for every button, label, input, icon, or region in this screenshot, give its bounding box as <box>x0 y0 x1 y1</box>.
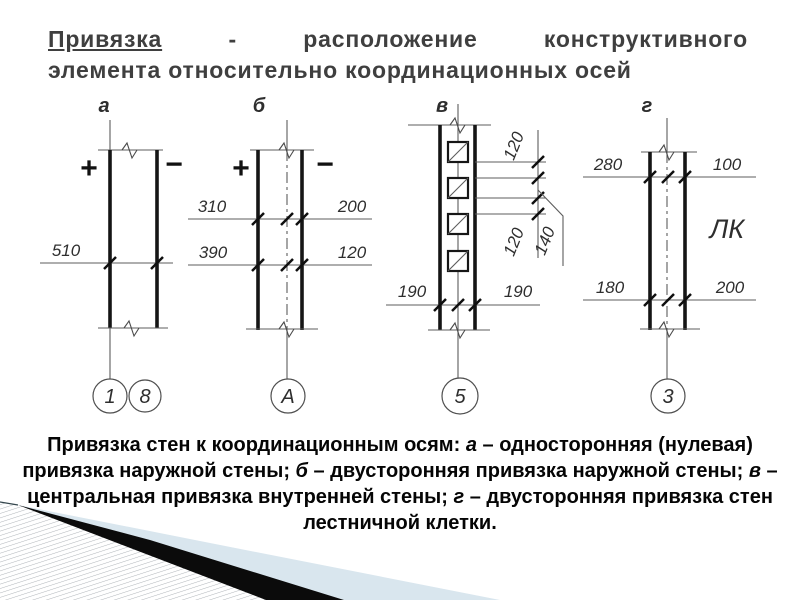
plus-sign: + <box>232 152 250 185</box>
title-line-1: Привязка - расположение конструктивного <box>48 24 748 55</box>
minus-sign: − <box>165 148 183 181</box>
tick-marks <box>103 256 164 270</box>
dim-190-right: 190 <box>504 282 533 301</box>
figure-b: б + − 310 200 390 120 <box>188 95 372 414</box>
caption-ref-b: б <box>295 460 308 482</box>
axis-number-5: 5 <box>454 386 466 408</box>
stairwell-label: ЛК <box>708 214 747 244</box>
dim-190-left: 190 <box>398 282 427 301</box>
figure-a: а + − 510 1 8 <box>40 95 183 414</box>
dim-510: 510 <box>52 241 81 260</box>
caption-ref-g: г <box>453 486 465 508</box>
leader-lines <box>475 161 546 215</box>
minus-sign: − <box>316 148 334 181</box>
axis-number-1: 1 <box>104 386 115 408</box>
title-line-2: элемента относительно координационных ос… <box>48 57 632 83</box>
dim-120: 120 <box>338 243 367 262</box>
break-symbol <box>449 116 466 135</box>
caption-text: – центральная привязка внутренней стены; <box>27 460 778 508</box>
title-dash: - <box>228 26 237 52</box>
break-symbol <box>123 319 140 338</box>
dim-310: 310 <box>198 197 227 216</box>
tick-marks <box>433 298 482 312</box>
axis-bubble-1 <box>92 378 128 414</box>
break-symbol <box>121 141 138 160</box>
axis-number-8: 8 <box>139 386 150 408</box>
dim-100: 100 <box>713 155 742 174</box>
axis-number-3: 3 <box>662 386 673 408</box>
dim-120-bottom: 120 <box>500 225 528 259</box>
axis-bubble-8 <box>128 379 162 413</box>
dim-200: 200 <box>337 197 367 216</box>
decor-edge-line <box>0 501 19 506</box>
axis-bubble-3 <box>650 378 686 414</box>
axis-letter-A: А <box>280 386 294 408</box>
figure-caption: Привязка стен к координационным осям: а … <box>22 432 778 536</box>
break-symbol <box>658 143 675 162</box>
caption-ref-a: а <box>465 434 477 456</box>
caption-text: – двусторонняя привязка наружной стены; <box>307 460 749 482</box>
dim-390: 390 <box>199 243 228 262</box>
axis-bubble-5 <box>441 377 479 415</box>
caption-ref-v: в <box>748 460 761 482</box>
break-symbol <box>658 320 675 339</box>
caption-text: – двусторонняя привязка стен лестничной … <box>303 486 773 534</box>
caption-text: – односторонняя (нулевая) привязка наруж… <box>22 434 753 482</box>
dim-200: 200 <box>715 278 745 297</box>
dim-280: 280 <box>593 155 623 174</box>
caption-text: Привязка стен к координационным осям: <box>47 434 466 456</box>
axis-bubble-A <box>270 378 306 414</box>
title-word-3: конструктивного <box>543 26 748 52</box>
hatched-wedge <box>0 502 268 600</box>
figure-b-label: б <box>253 95 266 117</box>
figure-v: в <box>386 95 564 415</box>
bent-leader <box>537 189 564 266</box>
black-swoosh <box>18 505 344 600</box>
slide-title: Привязка - расположение конструктивного … <box>48 24 748 86</box>
figure-v-label: в <box>436 95 448 117</box>
dim-120-top: 120 <box>500 129 528 163</box>
dim-180: 180 <box>596 278 625 297</box>
break-symbol <box>278 320 295 339</box>
tick-marks <box>251 212 309 272</box>
figure-g-label: г <box>642 95 653 117</box>
figure-g: г 280 100 ЛК 180 200 <box>583 95 756 414</box>
plus-sign: + <box>80 152 98 185</box>
corner-decoration <box>0 501 500 600</box>
title-term: Привязка <box>48 26 163 52</box>
tick-marks <box>643 170 692 307</box>
break-symbol <box>449 321 466 340</box>
break-symbol <box>278 141 295 160</box>
figure-a-label: а <box>98 95 109 117</box>
title-word-2: расположение <box>303 26 478 52</box>
vent-channels <box>446 140 470 273</box>
dim-140: 140 <box>531 224 559 258</box>
tick-marks <box>531 155 545 221</box>
